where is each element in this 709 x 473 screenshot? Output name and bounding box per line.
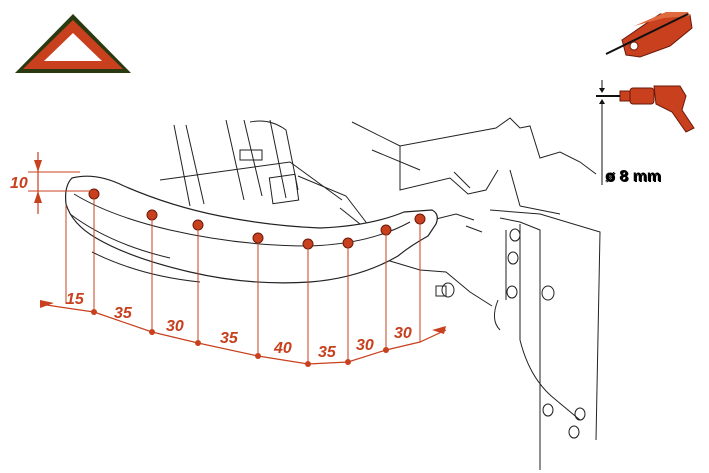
vertical-dimension: 10: [10, 152, 94, 214]
svg-text:ø 8 mm: ø 8 mm: [606, 169, 662, 186]
vehicle-body-outline: [159, 117, 601, 470]
panel-holes: [506, 228, 586, 439]
stud-bolt: [435, 282, 455, 298]
warning-triangle-icon: [15, 14, 131, 73]
bumper-part: [65, 175, 438, 284]
spacing-label: 15: [66, 291, 85, 308]
spacing-label: 35: [318, 344, 337, 361]
drill-icon: [596, 80, 695, 185]
spacing-label: 30: [356, 337, 374, 354]
dimension-chain: [39, 300, 447, 367]
svg-text:ø 8 mm: ø 8 mm: [605, 168, 661, 185]
spacing-label: 30: [166, 318, 184, 335]
vertical-dimension-label: 10: [10, 175, 28, 192]
projection-lines: [65, 194, 421, 364]
spacing-labels: 15 35 30 35 40 35 30 30: [66, 291, 412, 361]
cutting-tool-icon: [605, 12, 693, 58]
drill-size-label: ø 8 mm ø 8 mm: [605, 168, 662, 186]
spacing-label: 40: [273, 340, 292, 357]
spacing-label: 35: [220, 330, 239, 347]
spacing-label: 30: [394, 325, 412, 342]
spacing-label: 35: [114, 305, 133, 322]
